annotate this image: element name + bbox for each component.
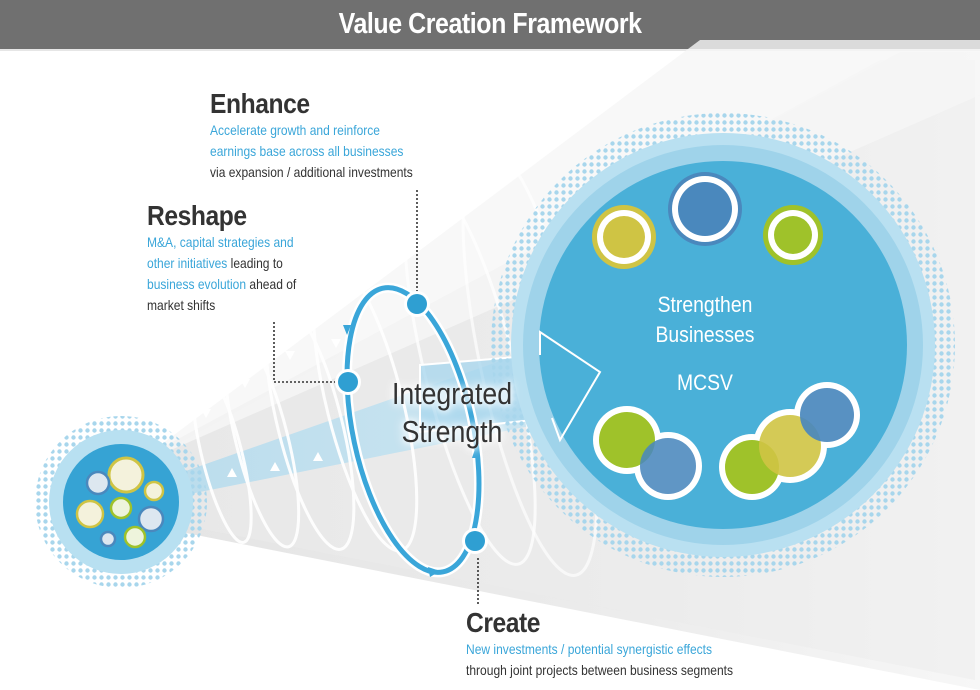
create-description: New investments / potential synergistic …: [466, 639, 733, 681]
description-text: earnings base across all businesses: [210, 143, 404, 159]
create-node: [465, 531, 485, 551]
enhance-description: Accelerate growth and reinforce earnings …: [210, 120, 413, 183]
start-dot: [99, 530, 117, 548]
title-bar: Value Creation Framework: [0, 0, 980, 51]
cycle-arrow-right-icon: [428, 567, 440, 577]
description-line: other initiatives leading to: [147, 253, 296, 274]
description-text: M&A, capital strategies and: [147, 234, 294, 250]
create-heading: Create: [466, 607, 541, 638]
circle-pair-left: [593, 406, 702, 500]
integrated-strength-label: Integrated Strength: [392, 375, 512, 451]
start-dot: [143, 480, 165, 502]
description-text: leading to: [227, 255, 283, 271]
start-circle: [35, 416, 207, 588]
description-line: M&A, capital strategies and: [147, 232, 296, 253]
connector-lines: [273, 190, 479, 605]
enhance-heading: Enhance: [210, 88, 310, 119]
mcsv-text: MCSV: [677, 370, 733, 395]
mcsv-label: MCSV: [648, 368, 762, 398]
reshape-heading: Reshape: [147, 200, 247, 231]
start-dot: [85, 470, 111, 496]
start-dot: [107, 456, 145, 494]
start-dot: [137, 505, 165, 533]
description-line: market shifts: [147, 295, 296, 316]
start-dot: [75, 499, 105, 529]
integrated-line-1: Integrated: [391, 376, 513, 411]
description-text: ahead of: [246, 276, 297, 292]
description-text: New investments / potential synergistic …: [466, 641, 713, 657]
reshape-description: M&A, capital strategies and other initiat…: [147, 232, 296, 316]
circle-trio-right: [719, 382, 860, 500]
description-line: via expansion / additional investments: [210, 162, 413, 183]
integrated-cycle: [342, 282, 484, 578]
description-text: business evolution: [147, 276, 247, 292]
enhance-node: [407, 294, 427, 314]
start-dot: [123, 525, 147, 549]
description-line: Accelerate growth and reinforce: [210, 120, 413, 141]
target-label-line-2: Businesses: [655, 322, 755, 347]
description-line: earnings base across all businesses: [210, 141, 413, 162]
page-title: Value Creation Framework: [338, 8, 642, 40]
reshape-block: Reshape M&A, capital strategies and other…: [147, 200, 321, 316]
target-circle: [491, 113, 955, 577]
reshape-node: [338, 372, 358, 392]
cycle-arrow-down-icon: [343, 325, 351, 335]
spiral-arrowheads: [201, 339, 341, 477]
reshape-connector: [273, 322, 338, 383]
description-line: New investments / potential synergistic …: [466, 639, 733, 660]
create-block: Create New investments / potential syner…: [466, 607, 777, 681]
description-text: through joint projects between business …: [466, 662, 734, 678]
cycle-arrow-up-icon: [472, 446, 480, 458]
description-text: Accelerate growth and reinforce: [210, 122, 380, 138]
description-line: business evolution ahead of: [147, 274, 296, 295]
enhance-block: Enhance Accelerate growth and reinforce e…: [210, 88, 446, 183]
stage-nodes: [335, 291, 488, 554]
integrated-line-2: Strength: [401, 414, 503, 449]
start-dot: [109, 496, 133, 520]
target-label: Strengthen Businesses: [648, 290, 762, 350]
description-text: via expansion / additional investments: [210, 164, 413, 180]
description-line: through joint projects between business …: [466, 660, 733, 681]
description-text: other initiatives: [147, 255, 228, 271]
description-text: market shifts: [147, 297, 216, 313]
target-label-line-1: Strengthen: [657, 292, 753, 317]
big-arrow-tip: [539, 330, 602, 443]
